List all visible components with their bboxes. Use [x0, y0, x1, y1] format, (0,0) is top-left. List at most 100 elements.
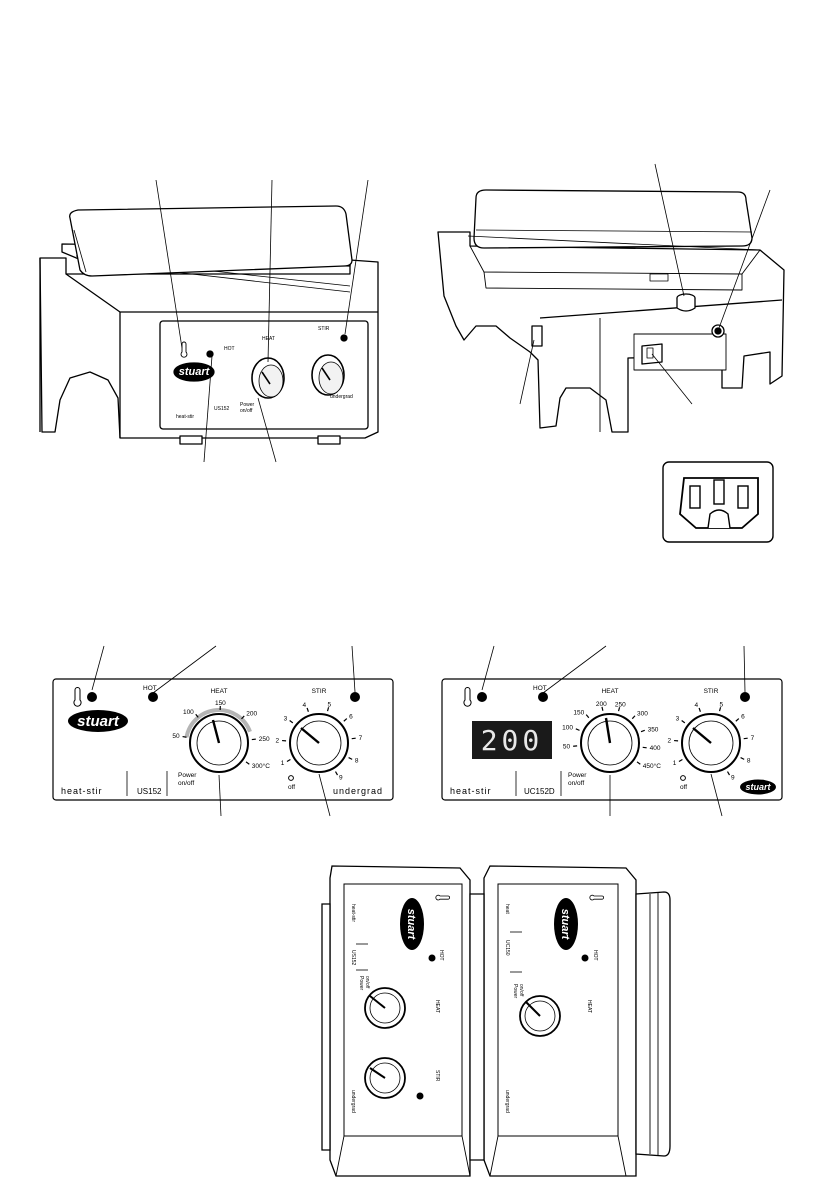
uc152d-heat-tick-label: 50 [563, 743, 571, 750]
us152-stir-tick [343, 718, 348, 722]
uc152d-leader-lines [481, 645, 746, 817]
right-unit-logo [554, 898, 578, 950]
uc152d-heat-tick-label: 350 [648, 726, 659, 733]
us152-stir-tick-label: 5 [328, 701, 332, 708]
rear-body [437, 231, 785, 433]
us152-stir-tick-label: 1 [281, 760, 285, 767]
uc152d-stir-tick-label: 4 [695, 702, 699, 709]
us152-category-label: undergrad [333, 786, 383, 796]
us152-stir-tick-label: 8 [355, 758, 359, 765]
left-unit-hot-label: HOT [438, 950, 444, 961]
front-hot-label: HOT [224, 346, 235, 352]
right-unit-heat-label: HEAT [586, 1000, 592, 1013]
us152-stir-tick-label: 2 [275, 737, 279, 744]
uc152d-logo-text: stuart [745, 782, 771, 792]
front-logo-text: stuart [179, 366, 211, 378]
uc152d-heat-pointer [604, 717, 612, 744]
uc152d-heat-tick-label: 200 [596, 701, 607, 708]
left-unit-heat-label: HEAT [434, 1000, 440, 1013]
uc152d-model-label: UC152D [524, 787, 555, 796]
uc152d-heat-tick-label: 250 [615, 701, 626, 708]
uc152d-stir-tick-label: 5 [720, 701, 724, 708]
right-unit-logo-text: stuart [559, 909, 571, 941]
uc152d-display-value: 200 [481, 724, 544, 757]
us152-heat-tick-label: 200 [246, 711, 257, 718]
front-top-plate [69, 205, 353, 277]
us152-heat-tick [241, 715, 245, 720]
uc152d-stir-tick [735, 718, 740, 722]
uc152d-logo [740, 779, 776, 795]
us152-heat-range-arc [184, 708, 252, 738]
uc152d-power-indicator [477, 692, 487, 702]
front-logo [173, 362, 215, 382]
us152-heat-tick-label: 150 [215, 700, 226, 707]
right-unit-power-label: Power [512, 984, 518, 999]
us152-stir-tick [306, 707, 309, 712]
us152-heat-tick-label: 100 [183, 709, 194, 716]
us152-heat-label: HEAT [211, 688, 228, 695]
uc152d-onoff-label: on/off [568, 780, 584, 787]
uc152d-heat-tick-label: 450°C [643, 762, 661, 770]
uc152d-heat-scale: 50 100 150 200 250 300 350 400 450°C [562, 701, 661, 770]
uc152d-stir-tick-label: 3 [676, 716, 680, 723]
uc152d-heat-tick [575, 728, 580, 731]
uc152d-heat-tick [636, 761, 641, 765]
uc152d-off-label: off [680, 784, 687, 791]
uc152d-stir-tick-label: 9 [731, 775, 735, 782]
front-view-figure: stuart HOT HEAT STIR heat-stir US152 Pow… [39, 179, 379, 463]
uc152d-heat-tick-label: 400 [650, 745, 661, 752]
us152-heat-tick-label: 50 [172, 733, 180, 740]
us152-stir-tick-label: 4 [303, 702, 307, 709]
uc152d-stir-tick [678, 758, 683, 763]
uc152d-heat-tick-label: 150 [573, 709, 584, 716]
rear-view-figure [437, 163, 785, 433]
uc152d-stir-tick [681, 719, 686, 724]
uc152d-heat-tick [631, 715, 636, 720]
us152-heat-tick [182, 735, 187, 738]
rear-top-plate [473, 189, 753, 249]
thermometer-icon [435, 894, 450, 901]
uc152d-stir-tick [698, 707, 701, 712]
uc152d-stir-pointer [692, 727, 712, 744]
us152-heat-tick-label: 250 [259, 736, 270, 743]
front-power-label: Power [240, 402, 255, 408]
us152-heat-scale: 50 100 150 200 250 300°C [172, 700, 270, 770]
rear-leader-lines [519, 163, 771, 405]
us152-stir-tick [351, 737, 356, 740]
us152-leader-lines [91, 645, 356, 817]
us152-stir-tick [289, 719, 294, 724]
us152-stir-tick-label: 7 [359, 735, 363, 742]
right-unit-series-label: heat [504, 904, 510, 914]
uc152d-heat-tick-label: 100 [562, 725, 573, 732]
us152-heat-tick-label: 300°C [252, 762, 270, 770]
us152-hot-label: HOT [143, 685, 157, 692]
left-unit-power-label: Power [358, 976, 364, 991]
uc152d-power-label: Power [568, 772, 587, 779]
front-category-label: undergrad [330, 394, 353, 400]
us152-power-indicator [87, 692, 97, 702]
power-socket-icon [662, 461, 774, 543]
front-heat-indicator [206, 350, 214, 358]
us152-stir-pointer [300, 727, 320, 744]
uc152d-hot-label: HOT [533, 685, 547, 692]
left-unit-logo [400, 898, 424, 950]
uc152d-stir-tick [740, 757, 745, 760]
thermometer-icon [180, 341, 188, 358]
us152-stir-tick-label: 3 [284, 716, 288, 723]
front-stir-label: STIR [318, 326, 330, 332]
left-unit-onoff-label: on/off [364, 976, 370, 989]
us152-logo [68, 710, 128, 732]
uc152d-stir-tick-label: 7 [751, 735, 755, 742]
uc152d-heat-tick-label: 300 [637, 711, 648, 718]
us152-power-label: Power [178, 772, 197, 779]
thermometer-icon [73, 687, 82, 707]
uc152d-stir-tick [743, 737, 748, 740]
left-unit-logo-text: stuart [405, 909, 417, 941]
uc152d-stir-tick-label: 2 [667, 737, 671, 744]
left-unit-category-label: undergrad [350, 1090, 356, 1113]
